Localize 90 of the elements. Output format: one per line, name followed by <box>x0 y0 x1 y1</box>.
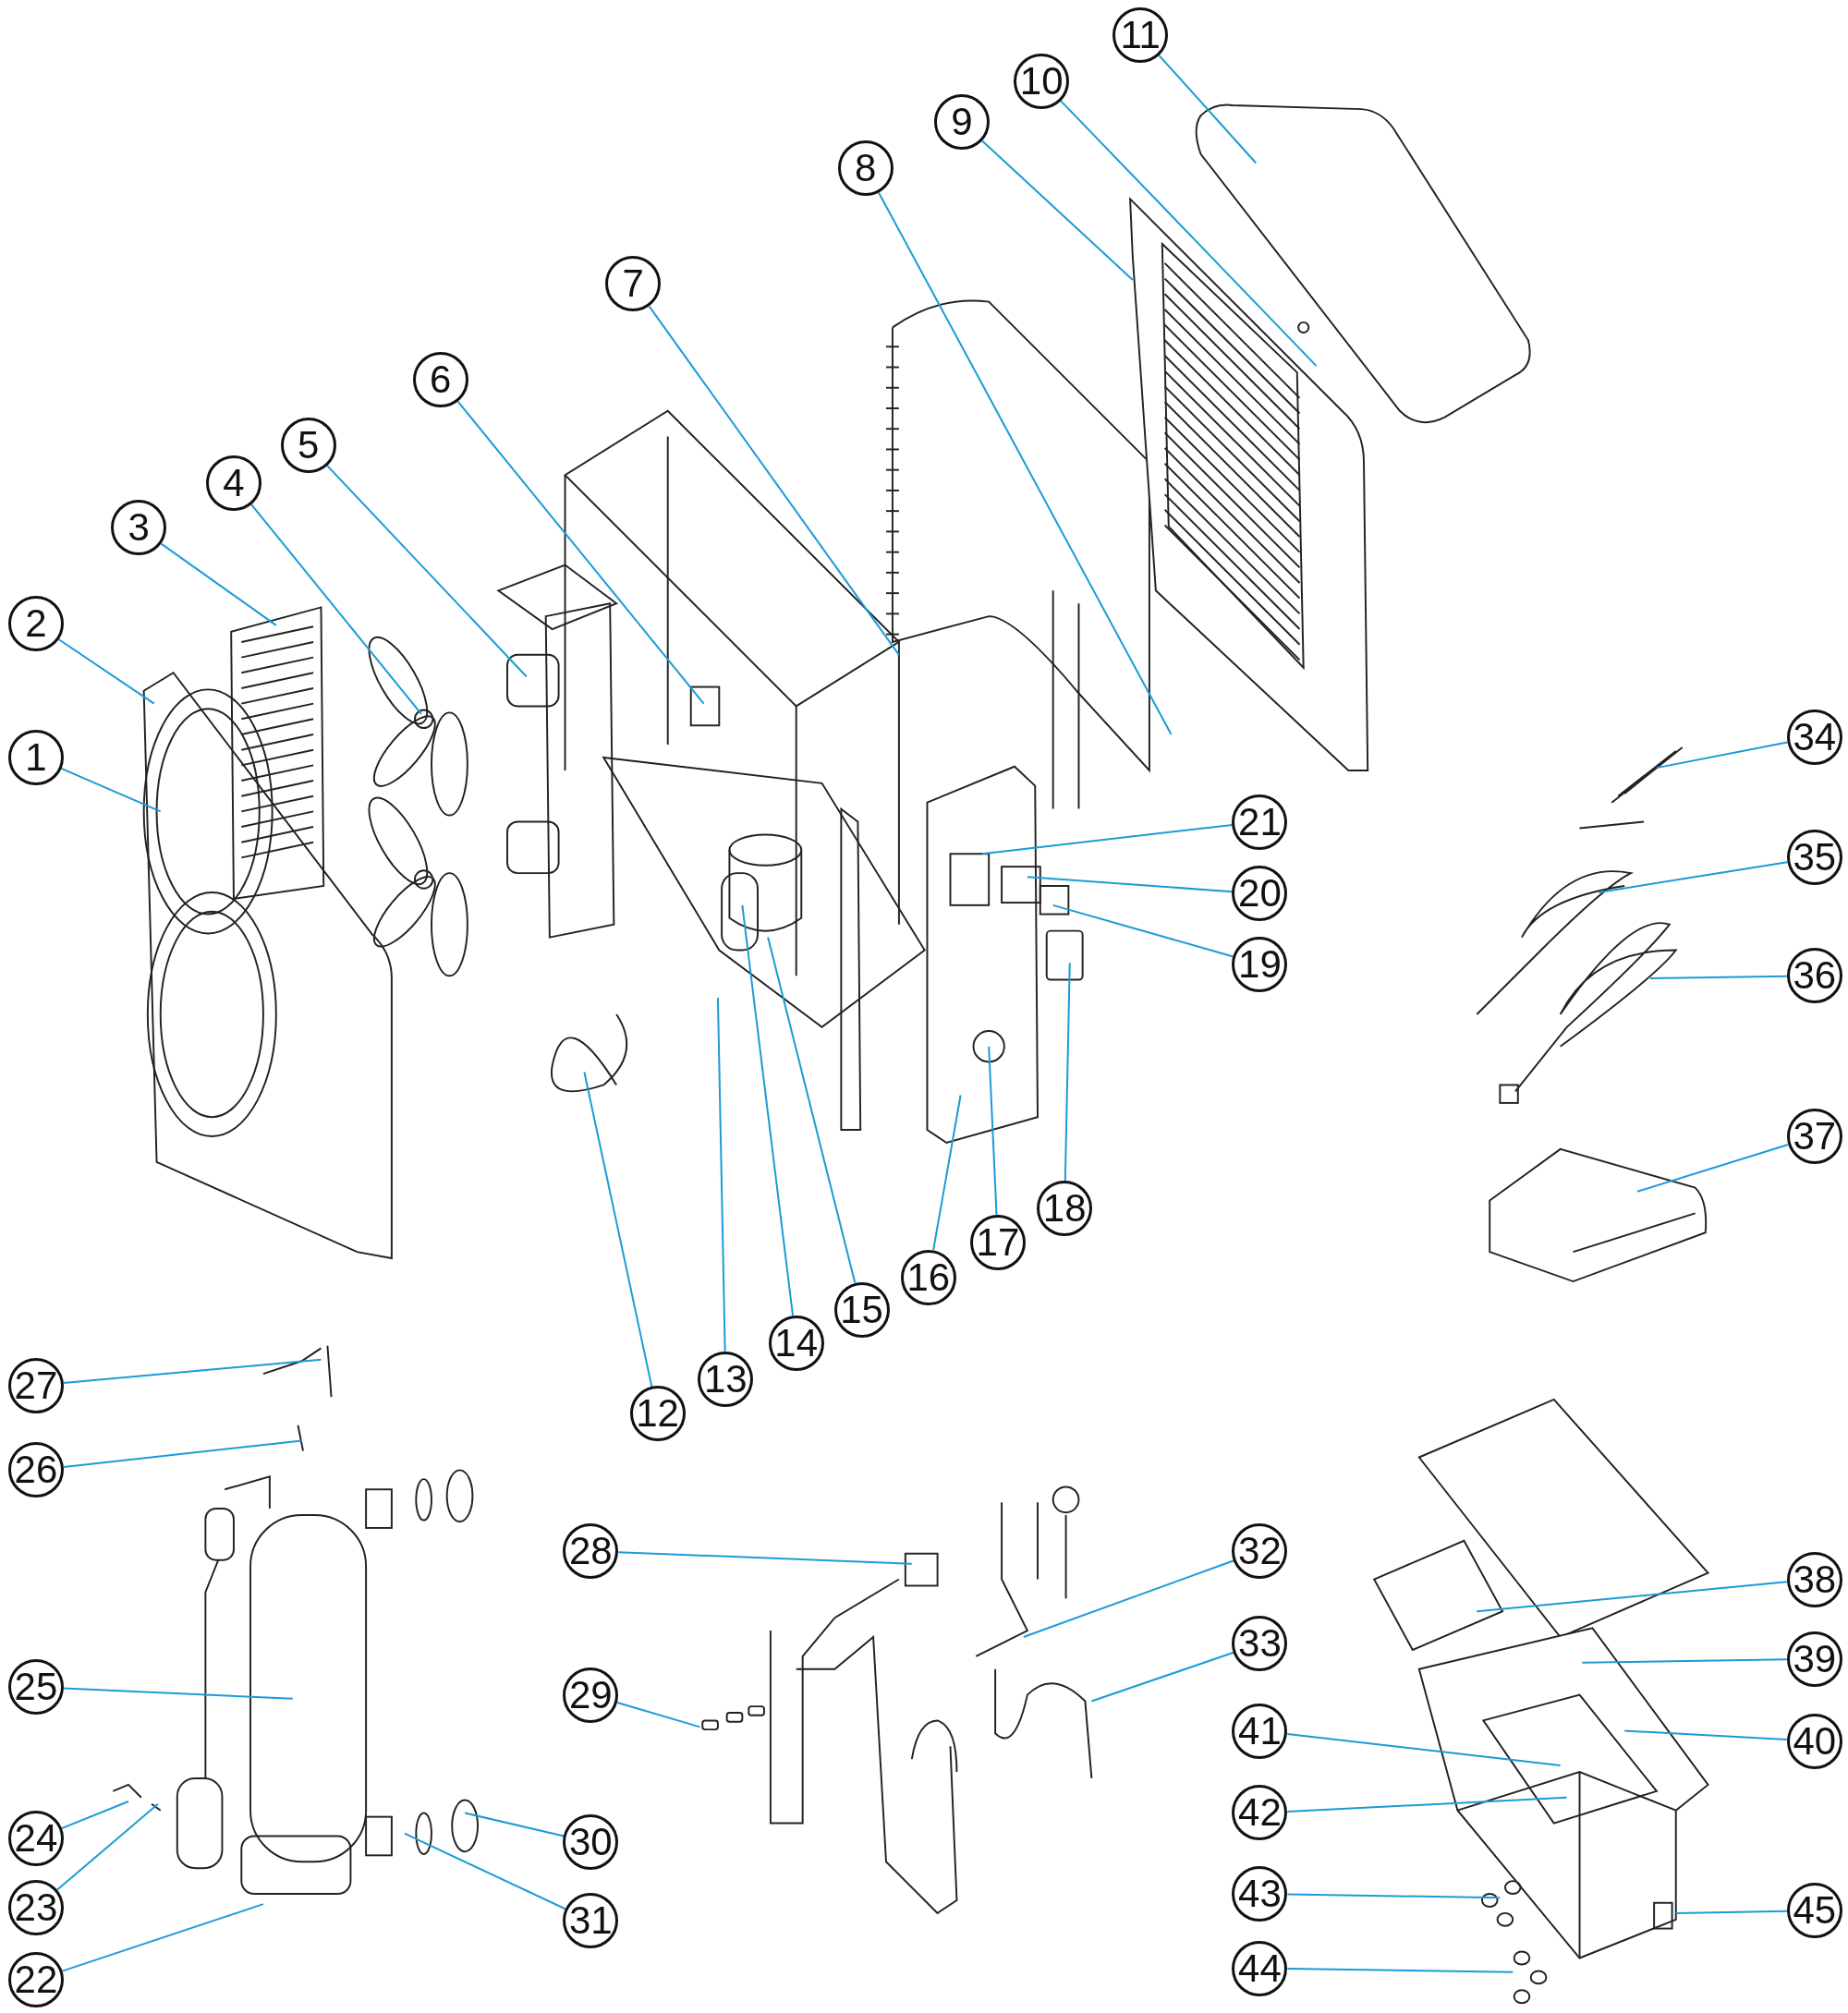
callout-number: 34 <box>1786 709 1842 765</box>
callout-number: 11 <box>1112 6 1169 63</box>
leader-line <box>1286 1796 1568 1813</box>
leader-line <box>878 191 1173 735</box>
leader-line <box>1026 876 1234 893</box>
leader-line <box>1636 1143 1790 1193</box>
leader-line <box>981 139 1134 281</box>
leader-line <box>160 542 277 626</box>
leader-line <box>249 503 422 715</box>
leader-line <box>741 903 795 1316</box>
callout-number: 33 <box>1232 1616 1288 1671</box>
callout-number: 45 <box>1786 1883 1842 1939</box>
leader-line <box>326 465 528 678</box>
callout-number: 3 <box>111 500 167 556</box>
leader-line <box>1581 1658 1788 1664</box>
leader-line <box>1623 1729 1788 1740</box>
callout-number: 20 <box>1232 866 1288 922</box>
callout-number: 25 <box>7 1659 64 1716</box>
callout-number: 40 <box>1786 1713 1842 1769</box>
leader-line <box>1052 903 1234 958</box>
callout-number: 10 <box>1014 53 1070 109</box>
callout-number: 43 <box>1232 1866 1288 1922</box>
leader-line <box>55 1802 159 1891</box>
callout-number: 30 <box>563 1814 619 1871</box>
leader-line <box>988 1045 998 1217</box>
leader-line <box>1286 1968 1514 1973</box>
callout-number: 17 <box>969 1215 1026 1271</box>
leader-line <box>1090 1651 1235 1703</box>
callout-number: 15 <box>833 1281 890 1338</box>
leader-line <box>60 1800 129 1830</box>
leader-line <box>1158 54 1258 164</box>
leader-line <box>1648 975 1788 980</box>
leader-line <box>648 305 900 656</box>
callout-number: 14 <box>768 1315 824 1371</box>
leader-line <box>57 638 155 705</box>
leader-line <box>981 823 1234 855</box>
leader-line <box>1674 1910 1788 1914</box>
callout-number: 24 <box>7 1811 64 1867</box>
callout-number: 39 <box>1786 1631 1842 1687</box>
callout-number: 28 <box>563 1522 619 1579</box>
leader-line <box>1476 1581 1788 1613</box>
callout-number: 32 <box>1232 1522 1288 1579</box>
leader-line <box>932 1094 962 1252</box>
leader-line <box>583 1071 653 1388</box>
callout-number: 13 <box>698 1351 754 1407</box>
callout-number: 12 <box>629 1386 686 1442</box>
leader-line <box>464 1812 565 1837</box>
callout-number: 7 <box>605 256 662 312</box>
callout-number: 23 <box>7 1880 64 1936</box>
callout-number: 29 <box>563 1667 619 1723</box>
callout-number: 21 <box>1232 794 1288 850</box>
callout-number: 5 <box>280 418 336 474</box>
leader-line <box>62 1687 294 1700</box>
callout-number: 26 <box>7 1442 64 1498</box>
callout-number: 1 <box>7 730 64 785</box>
callout-number: 6 <box>412 352 468 408</box>
leader-line <box>1598 861 1789 893</box>
leader-line <box>616 1702 701 1728</box>
callout-number: 22 <box>7 1952 64 2008</box>
callout-number: 42 <box>1232 1785 1288 1841</box>
callout-number: 19 <box>1232 936 1288 992</box>
leader-line <box>1655 741 1789 770</box>
leader-line <box>403 1832 567 1910</box>
leader-line <box>456 400 705 705</box>
leader-line <box>1064 962 1071 1182</box>
leader-line <box>1286 1893 1502 1899</box>
leader-line <box>62 1439 303 1469</box>
callout-number: 36 <box>1786 948 1842 1004</box>
callout-number: 37 <box>1786 1109 1842 1164</box>
leader-line <box>617 1551 913 1565</box>
callout-number: 41 <box>1232 1703 1288 1759</box>
leader-line <box>1286 1732 1562 1767</box>
callout-number: 9 <box>934 94 990 151</box>
callout-number: 4 <box>205 455 261 511</box>
leader-line <box>61 1903 264 1972</box>
leader-line <box>767 936 857 1284</box>
callout-number: 18 <box>1037 1180 1093 1236</box>
leader-line <box>1022 1559 1235 1639</box>
callout-number: 38 <box>1786 1551 1842 1607</box>
callout-number: 35 <box>1786 830 1842 886</box>
callout-number: 31 <box>563 1893 619 1949</box>
callout-number: 2 <box>7 596 64 652</box>
callout-number: 27 <box>7 1357 64 1413</box>
callout-number: 8 <box>837 140 894 197</box>
leader-line <box>62 1358 322 1384</box>
leader-line <box>1060 100 1318 368</box>
callout-number: 16 <box>900 1249 956 1305</box>
callout-number: 44 <box>1232 1940 1288 1996</box>
leader-line <box>60 767 162 813</box>
leader-line <box>716 996 726 1352</box>
